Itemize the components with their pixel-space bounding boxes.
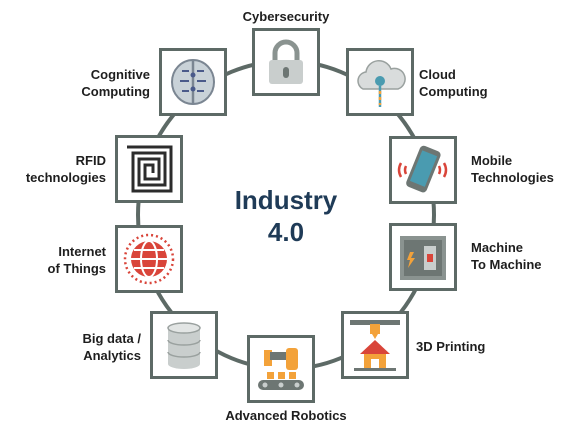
cloud-icon — [357, 60, 406, 107]
center-title-line2: 4.0 — [267, 217, 305, 247]
label-rfid-technologies: RFID technologies — [25, 153, 106, 185]
smartphone-icon — [397, 145, 448, 193]
brain-chip-icon — [171, 59, 215, 105]
node-rfid-technologies — [115, 135, 183, 203]
node-machine-to-machine — [389, 223, 457, 291]
node-mobile-technologies — [389, 136, 457, 204]
robot-arm-icon — [258, 348, 304, 390]
3d-printer-icon — [350, 320, 400, 371]
label-cognitive-computing: Cognitive Computing — [81, 67, 150, 99]
label-internet-of-things: Internet of Things — [47, 244, 107, 276]
label-advanced-robotics: Advanced Robotics — [225, 408, 347, 423]
center-title: Industry 4.0 — [208, 184, 364, 248]
control-panel-icon — [400, 236, 446, 280]
label-machine-to-machine: Machine To Machine — [471, 240, 542, 272]
rfid-chip-icon — [127, 145, 173, 193]
label-cybersecurity: Cybersecurity — [242, 9, 330, 24]
node-big-data-analytics — [150, 311, 218, 379]
padlock-icon — [269, 39, 303, 84]
label-3d-printing: 3D Printing — [416, 339, 486, 354]
center-title-line1: Industry — [234, 185, 338, 215]
database-icon — [167, 322, 201, 369]
node-cybersecurity — [252, 28, 320, 96]
label-mobile-technologies: Mobile Technologies — [471, 153, 554, 185]
node-advanced-robotics — [247, 335, 315, 403]
label-cloud-computing: Cloud Computing — [419, 67, 488, 99]
node-3d-printing — [341, 311, 409, 379]
node-internet-of-things — [115, 225, 183, 293]
globe-icon — [123, 233, 175, 285]
node-cognitive-computing — [159, 48, 227, 116]
node-cloud-computing — [346, 48, 414, 116]
label-big-data-analytics: Big data / Analytics — [82, 331, 141, 363]
